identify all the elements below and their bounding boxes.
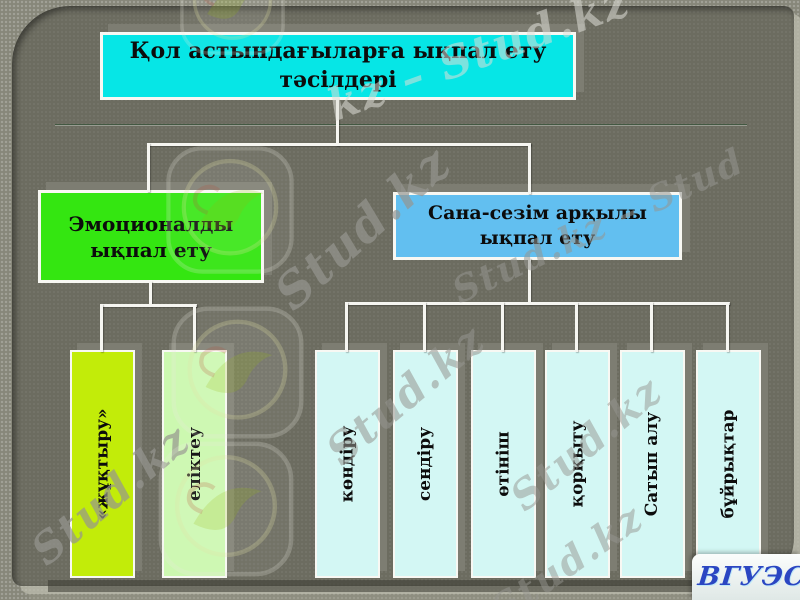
leaf-node-buyryktar: бұйрықтар bbox=[696, 350, 761, 578]
leaf-label: бұйрықтар bbox=[718, 409, 739, 519]
connector-line bbox=[345, 302, 348, 352]
slide-panel bbox=[12, 6, 794, 586]
leaf-node-elikteu: еліктеу bbox=[162, 350, 227, 578]
connector-line bbox=[193, 304, 196, 352]
connector-line bbox=[528, 258, 531, 304]
leaf-node-satyp-alu: Сатып алу bbox=[620, 350, 685, 578]
branch-node-emotional: Эмоционалды ықпал ету bbox=[38, 190, 264, 283]
branch-label: Сана-сезім арқылы ықпал ету bbox=[428, 202, 647, 249]
connector-line bbox=[423, 302, 426, 352]
branch-label: Эмоционалды ықпал ету bbox=[68, 211, 234, 262]
connector-line bbox=[147, 143, 150, 192]
vgues-logo-text: ВГУЭС bbox=[696, 562, 800, 592]
bottom-strip bbox=[48, 580, 760, 592]
connector-line bbox=[650, 302, 653, 352]
leaf-label: Сатып алу bbox=[642, 411, 663, 517]
leaf-label: сендіру bbox=[415, 426, 436, 502]
connector-line bbox=[726, 302, 729, 352]
leaf-node-zhuktyru: «жұқтыру» bbox=[70, 350, 135, 578]
leaf-label: қорқыту bbox=[567, 420, 588, 508]
vgues-logo: ВГУЭС bbox=[692, 554, 800, 600]
leaf-label: «жұқтыру» bbox=[92, 408, 113, 520]
leaf-node-otinish: өтініш bbox=[471, 350, 536, 578]
connector-line bbox=[575, 302, 578, 352]
leaf-node-kondiru: көндіру bbox=[315, 350, 380, 578]
leaf-node-sendiru: сендіру bbox=[393, 350, 458, 578]
leaf-label: өтініш bbox=[493, 431, 514, 497]
root-node: Қол астындағыларға ықпал ету тәсілдері bbox=[100, 32, 576, 100]
connector-line bbox=[100, 304, 103, 352]
leaf-node-korkytu: қорқыту bbox=[545, 350, 610, 578]
leaf-label: еліктеу bbox=[184, 427, 205, 501]
connector-line bbox=[100, 304, 197, 307]
connector-line bbox=[501, 302, 504, 352]
leaf-label: көндіру bbox=[337, 425, 358, 503]
connector-line bbox=[528, 143, 531, 194]
connector-line bbox=[345, 302, 730, 305]
connector-line bbox=[336, 99, 339, 146]
connector-line bbox=[147, 143, 531, 146]
branch-node-conscious: Сана-сезім арқылы ықпал ету bbox=[393, 192, 682, 260]
root-node-label: Қол астындағыларға ықпал ету тәсілдері bbox=[129, 38, 547, 93]
connector-line bbox=[149, 281, 152, 306]
divider-line bbox=[55, 124, 747, 126]
